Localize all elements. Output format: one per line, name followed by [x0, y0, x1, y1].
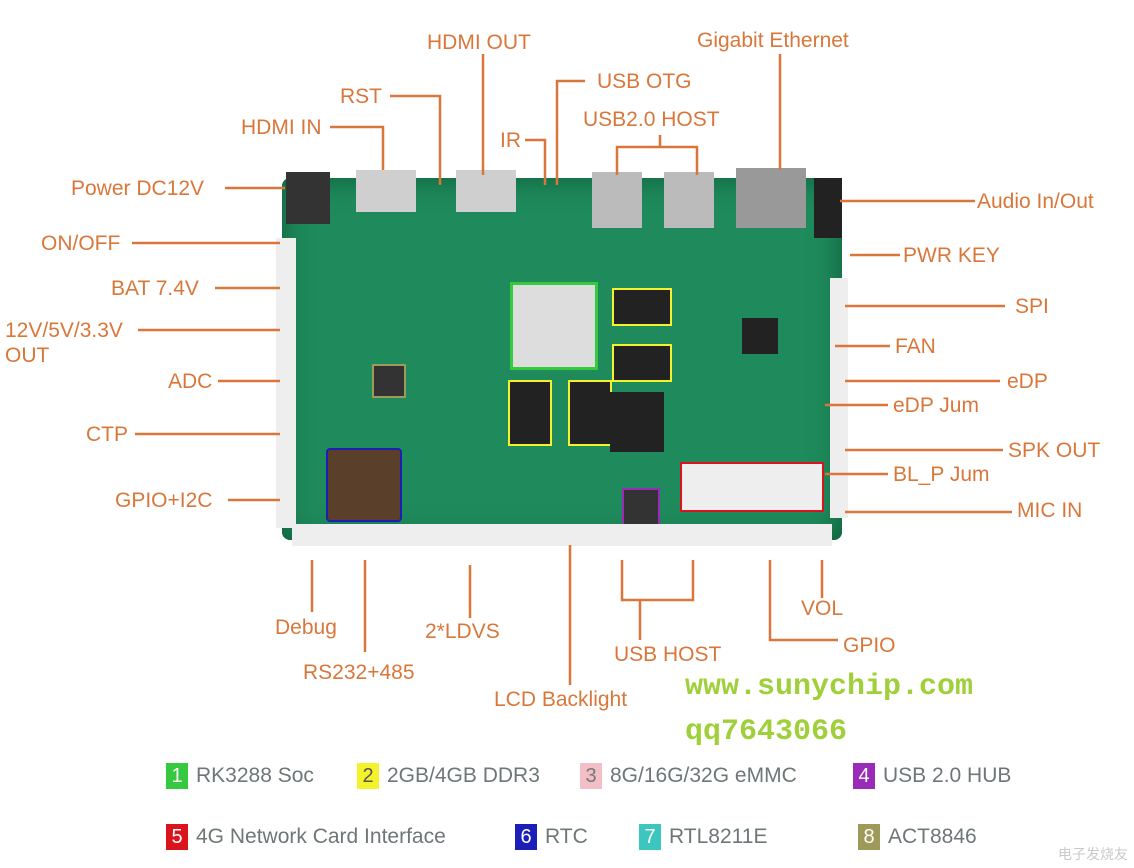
legend-item-8: 8 ACT8846 — [858, 824, 977, 850]
audio-jack — [814, 178, 842, 238]
legend-label: 2GB/4GB DDR3 — [387, 764, 540, 787]
label-edp-jum: eDP Jum — [893, 394, 979, 417]
legend-item-1: 1 RK3288 Soc — [166, 763, 314, 789]
label-rs232: RS232+485 — [303, 661, 415, 684]
legend-swatch: 5 — [166, 824, 188, 850]
legend-swatch: 1 — [166, 763, 188, 789]
qq-text: qq7643066 — [685, 715, 848, 749]
legend-label: USB 2.0 HUB — [883, 764, 1012, 787]
pcb-board — [276, 168, 848, 546]
legend-label: RTC — [545, 825, 588, 848]
label-usb-otg: USB OTG — [597, 70, 692, 93]
act8846-chip — [372, 364, 406, 398]
rtl8211e-chip — [742, 318, 778, 354]
soc-chip — [510, 282, 598, 370]
label-spi: SPI — [1015, 295, 1049, 318]
legend-swatch: 2 — [357, 763, 379, 789]
website-text: www.sunychip.com — [685, 670, 974, 704]
legend-item-4: 4 USB 2.0 HUB — [853, 763, 1011, 789]
label-audio: Audio In/Out — [977, 190, 1094, 213]
watermark: 电子发烧友 — [1058, 846, 1128, 862]
label-hdmi-out: HDMI OUT — [427, 31, 531, 54]
label-lcd-backlight: LCD Backlight — [494, 688, 628, 711]
label-fan: FAN — [895, 335, 936, 358]
legend-label: RK3288 Soc — [196, 764, 314, 787]
label-pwr-key: PWR KEY — [903, 244, 1000, 267]
label-out: OUT — [5, 344, 50, 367]
legend-item-5: 5 4G Network Card Interface — [166, 824, 446, 850]
label-edp: eDP — [1007, 370, 1048, 393]
left-connectors — [276, 238, 296, 528]
label-usb2-host: USB2.0 HOST — [583, 108, 720, 131]
label-usb-host: USB HOST — [614, 643, 722, 666]
usb-host-port — [664, 172, 714, 228]
label-vol: VOL — [801, 597, 844, 620]
label-ldvs: 2*LDVS — [425, 620, 500, 643]
label-on-off: ON/OFF — [41, 232, 121, 255]
legend-item-7: 7 RTL8211E — [639, 824, 767, 850]
ethernet-port — [736, 168, 806, 228]
label-gpio-i2c: GPIO+I2C — [115, 489, 213, 512]
power-jack — [286, 172, 330, 224]
legend-swatch: 3 — [580, 763, 602, 789]
legend-label: 8G/16G/32G eMMC — [610, 764, 797, 787]
label-voltage-out: 12V/5V/3.3V — [5, 319, 123, 342]
label-bl-p-jum: BL_P Jum — [893, 463, 990, 486]
usb-hub-chip — [622, 488, 660, 528]
legend-swatch: 7 — [639, 824, 661, 850]
label-spk-out: SPK OUT — [1008, 439, 1101, 462]
emmc-chip — [610, 392, 664, 452]
label-mic-in: MIC IN — [1017, 499, 1083, 522]
legend-item-3: 3 8G/16G/32G eMMC — [580, 763, 797, 789]
label-hdmi-in: HDMI IN — [241, 116, 322, 139]
usb-host-port — [592, 172, 642, 228]
right-connectors — [830, 278, 848, 518]
legend-label: RTL8211E — [669, 825, 768, 848]
legend-label: ACT8846 — [888, 825, 977, 848]
bottom-connectors — [292, 524, 832, 546]
legend-swatch: 8 — [858, 824, 880, 850]
legend-item-6: 6 RTC — [515, 824, 588, 850]
label-ir: IR — [500, 129, 521, 152]
label-gpio: GPIO — [843, 634, 896, 657]
label-power: Power DC12V — [71, 177, 205, 200]
hdmi-out-port — [456, 170, 516, 212]
legend-swatch: 6 — [515, 824, 537, 850]
label-ctp: CTP — [86, 423, 128, 446]
legend-swatch: 4 — [853, 763, 875, 789]
hdmi-in-port — [356, 170, 416, 212]
legend-label: 4G Network Card Interface — [196, 825, 446, 848]
rtc-battery — [326, 448, 402, 522]
ddr3-chip — [508, 380, 552, 446]
label-gigabit-ethernet: Gigabit Ethernet — [697, 29, 849, 52]
label-adc: ADC — [168, 370, 213, 393]
label-rst: RST — [340, 85, 382, 108]
legend-item-2: 2 2GB/4GB DDR3 — [357, 763, 540, 789]
label-bat: BAT 7.4V — [111, 277, 199, 300]
ddr3-chip — [568, 380, 612, 446]
4g-interface — [680, 462, 824, 512]
ddr3-chip — [612, 344, 672, 382]
label-debug: Debug — [275, 616, 337, 639]
ddr3-chip — [612, 288, 672, 326]
